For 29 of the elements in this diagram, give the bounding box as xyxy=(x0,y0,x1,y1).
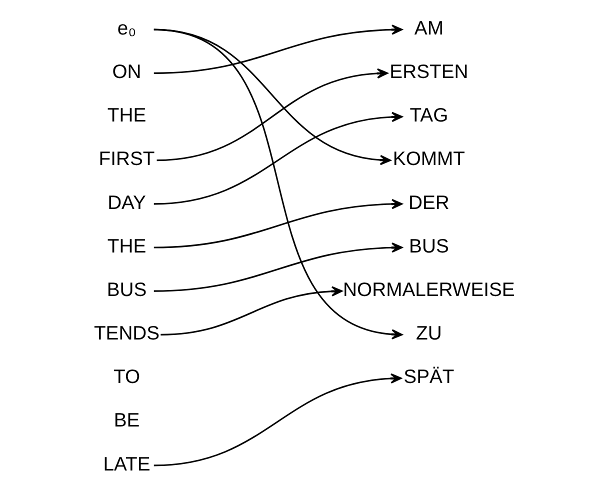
node-text: TO xyxy=(113,366,140,388)
node-text: BE xyxy=(113,410,140,432)
node-text: TENDS xyxy=(93,322,160,345)
node-text: KOMMT xyxy=(392,148,464,170)
arrow xyxy=(153,373,402,466)
node-text: BUS xyxy=(408,235,448,258)
arrow xyxy=(153,198,402,248)
arrow xyxy=(156,68,388,162)
arrow xyxy=(153,24,402,74)
node-text: SPÄT xyxy=(403,366,454,388)
node-text: NORMALERWEISE xyxy=(342,278,514,301)
node-text: ERSTEN xyxy=(389,61,468,84)
node-text: THE xyxy=(106,104,146,127)
node-text: FIRST xyxy=(98,148,154,170)
node-text: ZU xyxy=(416,322,442,345)
arrow xyxy=(153,242,402,292)
node-text: AM xyxy=(414,17,443,40)
arrow xyxy=(160,286,342,336)
arrow xyxy=(153,28,402,340)
node-text: DAY xyxy=(107,192,146,214)
arrow xyxy=(153,28,390,166)
node-text: TAG xyxy=(409,104,448,127)
arrow xyxy=(153,112,402,205)
node-text: e₀ xyxy=(116,17,136,40)
node-text: THE xyxy=(106,235,146,258)
node-text: DER xyxy=(408,192,449,214)
node-text: BUS xyxy=(106,278,146,301)
node-text: LATE xyxy=(102,453,150,476)
node-text: ON xyxy=(112,61,141,84)
